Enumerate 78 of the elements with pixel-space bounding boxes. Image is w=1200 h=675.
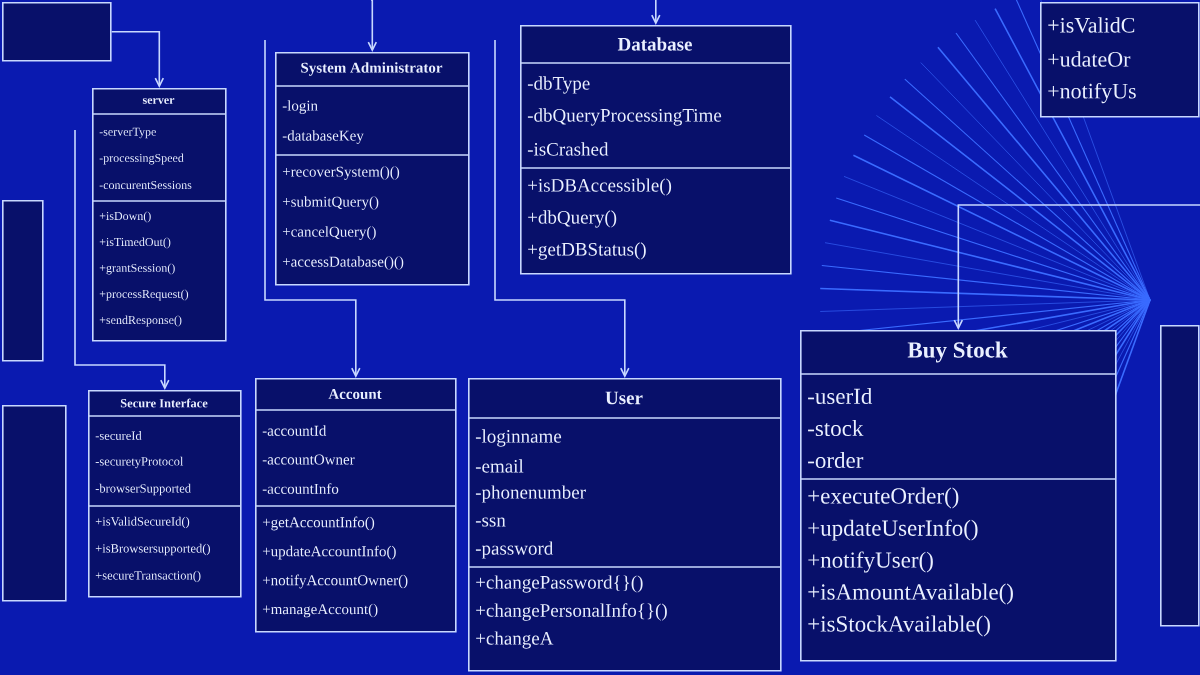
attribute-text: -dbType xyxy=(527,76,590,94)
method-text: +notifyUser() xyxy=(808,551,933,573)
class-box xyxy=(1040,2,1200,118)
method-text: +grantSession() xyxy=(99,263,175,275)
method-text: +changeA xyxy=(476,631,554,649)
class-box xyxy=(254,378,457,633)
method-text: +isDBAccessible() xyxy=(528,178,672,196)
class-name: System Administrator xyxy=(301,62,443,76)
class-box xyxy=(2,405,67,602)
method-text: +changePassword{}() xyxy=(476,575,643,593)
attribute-text: -secureId xyxy=(95,431,142,440)
method-text: +sendResponse() xyxy=(99,315,182,327)
method-text: +executeOrder() xyxy=(808,487,959,509)
class-name: Database xyxy=(617,37,692,51)
method-text: +dbQuery() xyxy=(528,210,617,228)
method-text: +isValidSecureId() xyxy=(95,516,190,529)
arrow xyxy=(651,0,661,25)
arrow xyxy=(953,204,1200,330)
attribute-text: -login xyxy=(282,100,318,114)
attribute-text: -dbQueryProcessingTime xyxy=(527,108,722,126)
method-text: +getAccountInfo() xyxy=(262,516,375,531)
attribute-text: -ssn xyxy=(475,517,506,527)
method-text: +isAmountAvailable() xyxy=(808,583,1013,605)
attribute-text: -stock xyxy=(808,419,864,437)
attribute-text: -accountId xyxy=(262,425,327,436)
attribute-text: -serverType xyxy=(99,127,156,139)
class-name: User xyxy=(605,391,643,405)
attribute-text: -processingSpeed xyxy=(99,153,184,165)
attribute-text: -databaseKey xyxy=(282,130,364,144)
class-box xyxy=(91,88,227,342)
arrow xyxy=(74,129,170,390)
attribute-text: -password xyxy=(475,541,554,559)
attribute-text: -order xyxy=(808,451,864,469)
class-box xyxy=(1160,325,1200,627)
arrow xyxy=(494,39,630,378)
class-box xyxy=(519,25,792,275)
method-text: +isBrowsersupported() xyxy=(95,543,210,556)
method-text: +changePersonalInfo{}() xyxy=(476,603,667,621)
method-text: +processRequest() xyxy=(99,289,189,301)
method-text: +notifyUs xyxy=(1048,82,1136,104)
class-box xyxy=(799,330,1117,662)
method-text: +submitQuery() xyxy=(282,196,379,210)
method-text: +updateAccountInfo() xyxy=(262,545,396,560)
attribute-text: -isCrashed xyxy=(527,142,609,156)
method-text: +getDBStatus() xyxy=(528,242,646,260)
class-box xyxy=(2,200,44,362)
method-text: +isTimedOut() xyxy=(99,237,171,249)
method-text: +cancelQuery() xyxy=(282,226,376,240)
method-text: +secureTransaction() xyxy=(95,570,201,583)
class-name: server xyxy=(142,98,175,104)
attribute-text: -accountInfo xyxy=(262,483,339,494)
attribute-text: -browserSupported xyxy=(95,483,191,496)
method-text: +updateUserInfo() xyxy=(808,519,978,541)
method-text: +isDown() xyxy=(99,211,151,223)
attribute-text: -accountOwner xyxy=(262,454,355,465)
method-text: +recoverSystem()() xyxy=(282,166,400,180)
class-box xyxy=(467,378,782,672)
method-text: +isValidC xyxy=(1048,17,1135,33)
class-name: Secure Interface xyxy=(120,398,208,408)
arrow xyxy=(264,39,361,378)
class-box xyxy=(87,390,242,598)
attribute-text: -email xyxy=(475,459,524,473)
method-text: +isStockAvailable() xyxy=(808,615,990,637)
attribute-text: -loginname xyxy=(475,429,562,447)
attribute-text: -concurentSessions xyxy=(99,180,192,190)
attribute-text: -phonenumber xyxy=(475,485,586,503)
attribute-text: -userId xyxy=(808,387,873,405)
method-text: +accessDatabase()() xyxy=(282,256,404,270)
method-text: +udateOr xyxy=(1048,51,1131,67)
attribute-text: -securetyProtocol xyxy=(95,456,184,469)
class-box xyxy=(274,52,470,286)
method-text: +notifyAccountOwner() xyxy=(262,574,408,589)
arrow xyxy=(110,31,165,88)
class-name: Account xyxy=(328,388,382,400)
class-name: Buy Stock xyxy=(907,341,1008,363)
method-text: +manageAccount() xyxy=(262,603,378,618)
arrow xyxy=(367,0,378,52)
class-box xyxy=(2,2,112,62)
